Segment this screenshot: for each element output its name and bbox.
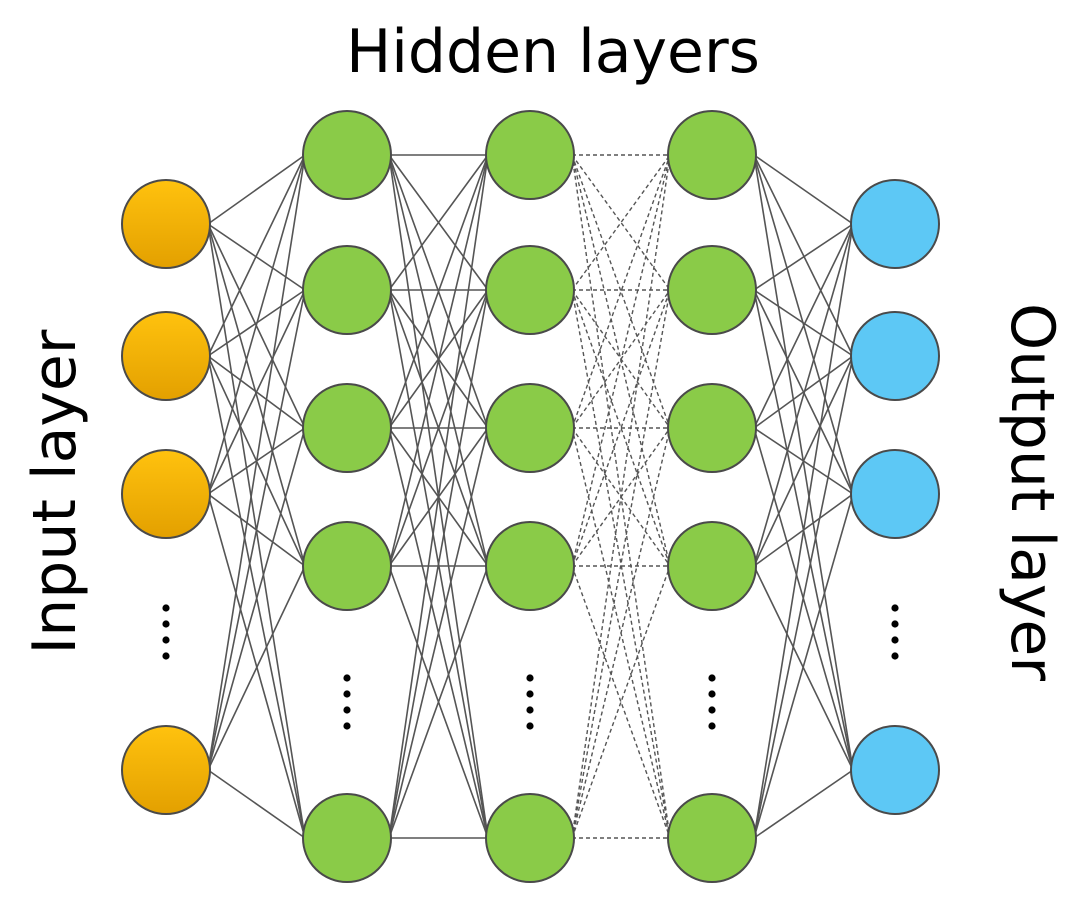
hidden-3-ellipsis-dot-3 bbox=[708, 706, 716, 714]
hidden-2-node-3 bbox=[485, 383, 575, 473]
hidden-3-node-4 bbox=[667, 521, 757, 611]
edge-hidden-2-3-to-hidden-3-1 bbox=[571, 154, 671, 429]
input-ellipsis-dot-2 bbox=[162, 620, 170, 628]
output-node-3 bbox=[850, 449, 940, 539]
edge-input-4-to-hidden-1-2 bbox=[207, 289, 306, 771]
hidden-2-ellipsis-dot-1 bbox=[526, 674, 534, 682]
edge-hidden-1-5-to-hidden-2-2 bbox=[388, 289, 489, 839]
input-node-4 bbox=[121, 725, 211, 815]
edge-hidden-3-5-to-output-1 bbox=[753, 223, 854, 839]
input-node-1 bbox=[121, 179, 211, 269]
edge-hidden-2-4-to-hidden-3-1 bbox=[571, 154, 671, 567]
edge-hidden-3-5-to-output-4 bbox=[753, 769, 854, 839]
hidden-1-node-1 bbox=[302, 110, 392, 200]
edge-hidden-1-3-to-hidden-2-1 bbox=[388, 154, 489, 429]
edge-input-4-to-hidden-1-3 bbox=[207, 427, 306, 771]
hidden-1-node-3 bbox=[302, 383, 392, 473]
input-ellipsis bbox=[162, 604, 170, 660]
edge-hidden-3-5-to-output-2 bbox=[753, 355, 854, 839]
hidden-2-ellipsis-dot-4 bbox=[526, 722, 534, 730]
hidden-1-node-4 bbox=[302, 521, 392, 611]
output-node-1 bbox=[850, 179, 940, 269]
network-nodes bbox=[121, 110, 940, 883]
edge-input-3-to-hidden-1-2 bbox=[207, 289, 306, 495]
input-node-3 bbox=[121, 449, 211, 539]
edge-hidden-3-1-to-output-1 bbox=[753, 154, 854, 225]
edge-hidden-1-5-to-hidden-2-1 bbox=[388, 154, 489, 839]
edge-hidden-3-4-to-output-2 bbox=[753, 355, 854, 567]
hidden-2-node-4 bbox=[485, 521, 575, 611]
edge-hidden-1-5-to-hidden-2-4 bbox=[388, 565, 489, 839]
hidden-3-node-1 bbox=[667, 110, 757, 200]
ellipsis-markers bbox=[162, 604, 899, 730]
output-ellipsis-dot-2 bbox=[891, 620, 899, 628]
hidden-2-node-1 bbox=[485, 110, 575, 200]
output-ellipsis-dot-1 bbox=[891, 604, 899, 612]
edge-hidden-2-2-to-hidden-3-5 bbox=[571, 289, 671, 839]
hidden-3-ellipsis bbox=[708, 674, 716, 730]
hidden-3-ellipsis-dot-2 bbox=[708, 690, 716, 698]
edge-hidden-1-4-to-hidden-2-2 bbox=[388, 289, 489, 567]
edge-hidden-1-4-to-hidden-2-1 bbox=[388, 154, 489, 567]
hidden-3-node-2 bbox=[667, 245, 757, 335]
output-ellipsis bbox=[891, 604, 899, 660]
output-ellipsis-dot-4 bbox=[891, 652, 899, 660]
hidden-1-ellipsis-dot-4 bbox=[343, 722, 351, 730]
hidden-3-node-5 bbox=[667, 793, 757, 883]
hidden-1-node-2 bbox=[302, 245, 392, 335]
input-node-2 bbox=[121, 311, 211, 401]
edge-input-4-to-hidden-1-4 bbox=[207, 565, 306, 771]
hidden-2-ellipsis-dot-3 bbox=[526, 706, 534, 714]
input-layer-label: Input layer bbox=[20, 329, 90, 654]
input-ellipsis-dot-3 bbox=[162, 636, 170, 644]
hidden-1-ellipsis-dot-3 bbox=[343, 706, 351, 714]
hidden-2-node-5 bbox=[485, 793, 575, 883]
hidden-layers-label: Hidden layers bbox=[346, 17, 760, 87]
edge-hidden-3-3-to-output-1 bbox=[753, 223, 854, 429]
edge-hidden-3-3-to-output-2 bbox=[753, 355, 854, 429]
hidden-1-ellipsis-dot-2 bbox=[343, 690, 351, 698]
hidden-2-ellipsis bbox=[526, 674, 534, 730]
edge-hidden-1-5-to-hidden-2-3 bbox=[388, 427, 489, 839]
hidden-3-node-3 bbox=[667, 383, 757, 473]
hidden-3-ellipsis-dot-4 bbox=[708, 722, 716, 730]
edge-input-3-to-hidden-1-1 bbox=[207, 154, 306, 495]
hidden-3-ellipsis-dot-1 bbox=[708, 674, 716, 682]
hidden-2-node-2 bbox=[485, 245, 575, 335]
output-layer-label: Output layer bbox=[997, 303, 1067, 681]
hidden-1-node-5 bbox=[302, 793, 392, 883]
hidden-1-ellipsis bbox=[343, 674, 351, 730]
edge-hidden-2-4-to-hidden-3-5 bbox=[571, 565, 671, 839]
edge-hidden-3-4-to-output-1 bbox=[753, 223, 854, 567]
edge-hidden-3-5-to-output-3 bbox=[753, 493, 854, 839]
edge-input-3-to-hidden-1-5 bbox=[207, 493, 306, 839]
connection-edges bbox=[207, 154, 854, 839]
edge-hidden-2-5-to-hidden-3-4 bbox=[571, 565, 671, 839]
hidden-2-ellipsis-dot-2 bbox=[526, 690, 534, 698]
edge-input-2-to-hidden-1-1 bbox=[207, 154, 306, 357]
input-ellipsis-dot-1 bbox=[162, 604, 170, 612]
output-node-4 bbox=[850, 725, 940, 815]
output-ellipsis-dot-3 bbox=[891, 636, 899, 644]
edge-hidden-2-5-to-hidden-3-2 bbox=[571, 289, 671, 839]
edge-input-1-to-hidden-1-4 bbox=[207, 223, 306, 567]
edge-hidden-1-2-to-hidden-2-1 bbox=[388, 154, 489, 291]
edge-input-4-to-hidden-1-1 bbox=[207, 154, 306, 771]
edge-input-1-to-hidden-1-1 bbox=[207, 154, 306, 225]
output-node-2 bbox=[850, 311, 940, 401]
edge-hidden-2-5-to-hidden-3-1 bbox=[571, 154, 671, 839]
edge-input-4-to-hidden-1-5 bbox=[207, 769, 306, 839]
input-ellipsis-dot-4 bbox=[162, 652, 170, 660]
edge-hidden-2-5-to-hidden-3-3 bbox=[571, 427, 671, 839]
edge-hidden-3-2-to-output-2 bbox=[753, 289, 854, 357]
hidden-1-ellipsis-dot-1 bbox=[343, 674, 351, 682]
edge-hidden-3-2-to-output-1 bbox=[753, 223, 854, 291]
